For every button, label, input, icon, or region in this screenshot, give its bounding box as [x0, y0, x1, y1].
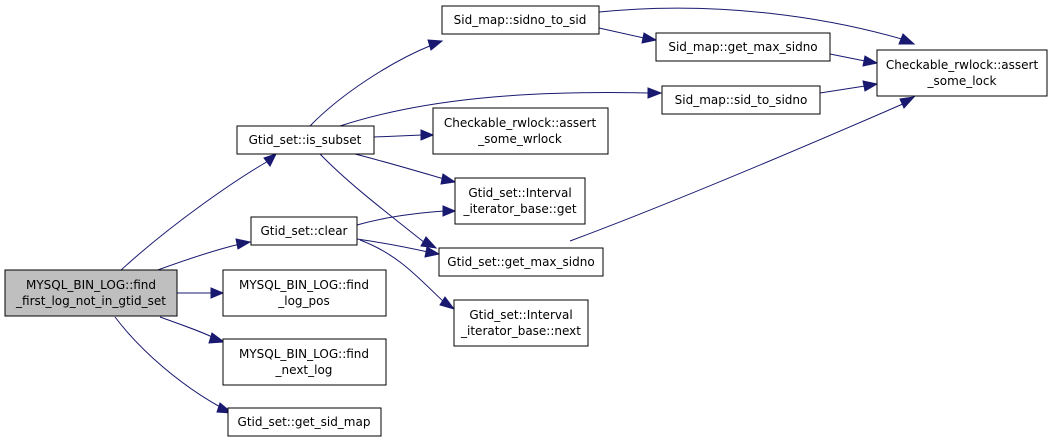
edge-root-to-find-next-log	[159, 316, 226, 344]
node-gtid-set-clear[interactable]: Gtid_set::clear	[250, 216, 358, 246]
edge-clear-to-set-get-max-sidno	[356, 238, 441, 258]
edge-sidno-to-sid-to-map-get-max-sidno	[598, 27, 658, 44]
node-label-line-2: _iterator_base::next	[460, 324, 581, 338]
edge-root-to-find-log-pos	[177, 287, 225, 299]
node-label-line-1: Gtid_set::Interval	[469, 308, 572, 322]
edge-clear-to-iter-get	[356, 205, 457, 226]
edge-set-get-max-sidno-to-assert-some-lock	[569, 96, 916, 242]
edge-map-get-max-sidno-to-assert-some-lock	[829, 53, 879, 67]
node-label-line-1: MYSQL_BIN_LOG::find	[239, 347, 369, 361]
node-sid-map-sidno-to-sid[interactable]: Sid_map::sidno_to_sid	[441, 5, 600, 35]
node-find-first-log-not-in-gtid-set[interactable]: MYSQL_BIN_LOG::find _first_log_not_in_gt…	[4, 269, 178, 317]
node-label-line-1: MYSQL_BIN_LOG::find	[239, 278, 369, 292]
node-label: Sid_map::get_max_sidno	[668, 40, 817, 54]
node-label-line-2: _some_lock	[927, 74, 997, 88]
node-label-line-2: _some_wrlock	[477, 132, 562, 146]
node-label-line-1: MYSQL_BIN_LOG::find	[26, 278, 156, 292]
edge-root-to-get-sid-map	[114, 316, 234, 414]
edge-root-to-clear	[154, 238, 252, 272]
edge-is-subset-to-assert-some-wrlock	[373, 129, 435, 141]
node-label-line-2: _log_pos	[277, 294, 330, 308]
node-find-next-log[interactable]: MYSQL_BIN_LOG::find _next_log	[222, 338, 387, 386]
node-gtid-set-is-subset[interactable]: Gtid_set::is_subset	[236, 125, 375, 155]
node-checkable-rwlock-assert-some-wrlock[interactable]: Checkable_rwlock::assert _some_wrlock	[432, 107, 609, 155]
node-label-line-1: Checkable_rwlock::assert	[886, 58, 1039, 72]
node-label-line-2: _next_log	[275, 363, 333, 377]
node-sid-map-sid-to-sidno[interactable]: Sid_map::sid_to_sidno	[661, 85, 821, 115]
node-label-line-1: Gtid_set::Interval	[468, 186, 571, 200]
node-label-line-2: _first_log_not_in_gtid_set	[15, 294, 166, 308]
node-interval-iterator-base-get[interactable]: Gtid_set::Interval _iterator_base::get	[454, 177, 586, 225]
node-label: Gtid_set::clear	[261, 224, 348, 238]
node-label: Gtid_set::is_subset	[249, 133, 362, 147]
node-label: Gtid_set::get_sid_map	[238, 415, 371, 429]
node-gtid-set-get-sid-map[interactable]: Gtid_set::get_sid_map	[227, 407, 382, 437]
node-checkable-rwlock-assert-some-lock[interactable]: Checkable_rwlock::assert _some_lock	[876, 49, 1048, 97]
node-label-line-1: Checkable_rwlock::assert	[444, 116, 597, 130]
node-interval-iterator-base-next[interactable]: Gtid_set::Interval _iterator_base::next	[453, 299, 589, 347]
edge-sidno-to-sid-to-assert-some-lock	[598, 7, 916, 45]
edge-is-subset-to-iter-get	[354, 153, 457, 185]
edge-is-subset-to-sidno-to-sid	[309, 39, 444, 127]
edge-clear-to-iter-next	[359, 239, 456, 310]
node-label: Sid_map::sid_to_sidno	[675, 93, 808, 107]
node-label: Gtid_set::get_max_sidno	[447, 255, 594, 269]
edge-is-subset-to-sid-to-sidno	[339, 87, 663, 127]
node-label: Sid_map::sidno_to_sid	[454, 13, 587, 27]
node-gtid-set-get-max-sidno[interactable]: Gtid_set::get_max_sidno	[438, 247, 604, 277]
node-sid-map-get-max-sidno[interactable]: Sid_map::get_max_sidno	[655, 32, 831, 62]
edge-sid-to-sidno-to-assert-some-lock	[819, 80, 879, 94]
node-find-log-pos[interactable]: MYSQL_BIN_LOG::find _log_pos	[222, 269, 387, 317]
edge-root-to-is-subset	[119, 153, 277, 272]
node-label-line-2: _iterator_base::get	[462, 202, 576, 216]
edge-is-subset-to-set-get-max-sidno	[319, 153, 438, 249]
